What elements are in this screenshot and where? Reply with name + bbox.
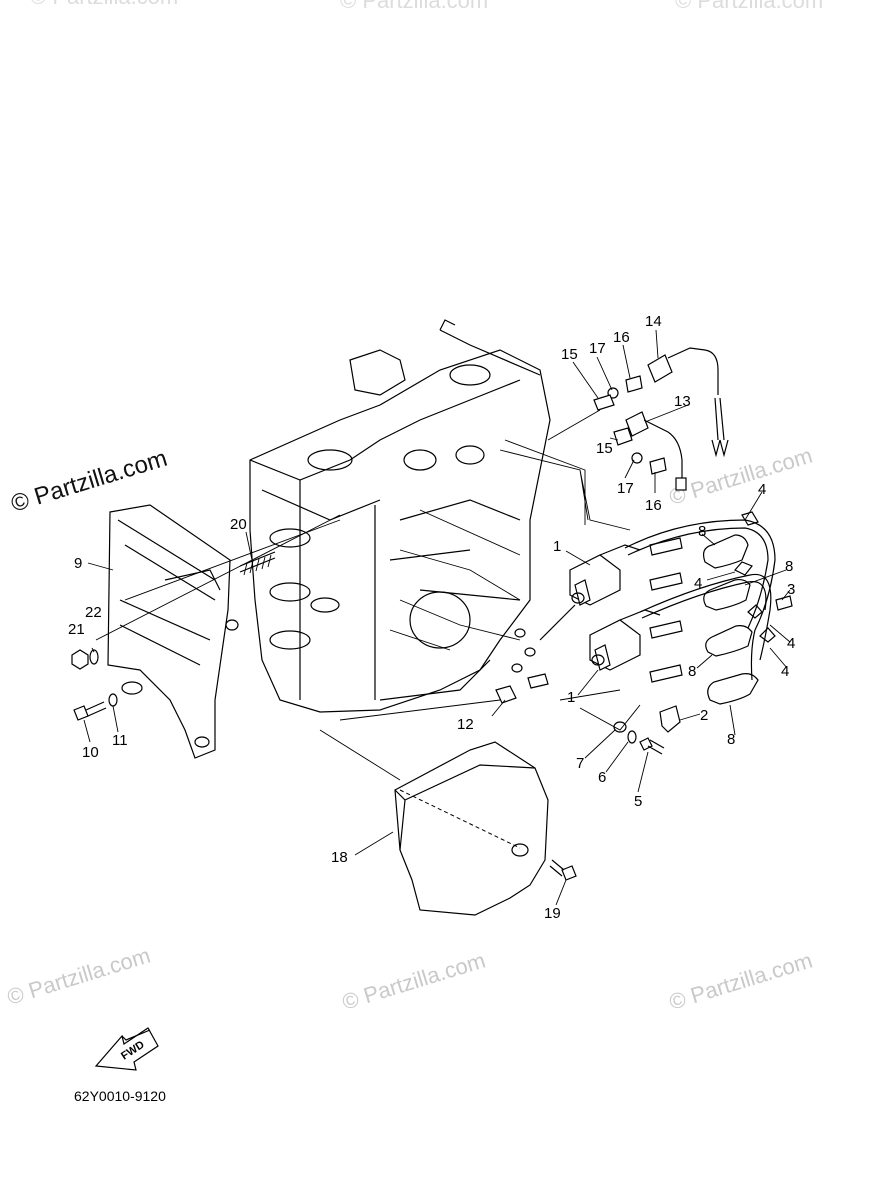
callout-14: 14 — [645, 313, 662, 330]
watermark-top-center: © Partzilla.com — [340, 0, 488, 13]
callout-3: 3 — [787, 581, 795, 598]
callout-19: 19 — [544, 905, 561, 922]
callout-18: 18 — [331, 849, 348, 866]
callout-6: 6 — [598, 769, 606, 786]
callout-17-lower: 17 — [617, 480, 634, 497]
spark-plugs — [649, 537, 683, 683]
callout-9: 9 — [74, 555, 82, 572]
callout-20: 20 — [230, 516, 247, 533]
sensor-part-12 — [495, 685, 517, 704]
cover-part-18 — [394, 741, 549, 916]
reference-lines — [95, 409, 641, 781]
bolt-washer-10-11 — [73, 693, 118, 721]
bracket-part-9 — [107, 504, 239, 759]
watermark-bottom-left: © Partzilla.com — [4, 943, 153, 1010]
leader-lines — [83, 329, 791, 906]
sensors-and-fasteners — [593, 347, 729, 491]
callout-2: 2 — [700, 707, 708, 724]
fwd-arrow: FWD — [94, 1027, 159, 1071]
callout-16-lower: 16 — [645, 497, 662, 514]
callout-5: 5 — [634, 793, 642, 810]
callout-8-upper-right: 8 — [785, 558, 793, 575]
callout-17-upper: 17 — [589, 340, 606, 357]
watermark-bottom-center: © Partzilla.com — [339, 948, 488, 1015]
callout-22: 22 — [85, 604, 102, 621]
callout-labels: 1 1 2 3 4 4 4 4 5 6 7 8 8 8 8 9 10 11 12… — [68, 313, 795, 922]
callout-8-bottom: 8 — [727, 731, 735, 748]
callout-8-lower-left: 8 — [688, 663, 696, 680]
callout-15-upper: 15 — [561, 346, 578, 363]
callout-10: 10 — [82, 744, 99, 761]
callout-12: 12 — [457, 716, 474, 733]
callout-15-lower: 15 — [596, 440, 613, 457]
watermark-right: © Partzilla.com — [666, 443, 815, 510]
watermark-top-right: © Partzilla.com — [675, 0, 823, 13]
ignition-coils-part-1 — [569, 544, 661, 671]
callout-4-top: 4 — [758, 481, 766, 498]
callout-7: 7 — [576, 755, 584, 772]
callout-1-lower: 1 — [567, 689, 575, 706]
callout-11: 11 — [112, 732, 128, 749]
callout-1-upper: 1 — [553, 538, 561, 555]
ht-leads — [624, 511, 793, 681]
callout-4-middle-right: 4 — [787, 635, 795, 652]
plug-caps-part-8 — [702, 534, 759, 705]
ground-terminals — [511, 604, 576, 689]
watermark-top-left: © Partzilla.com — [30, 0, 178, 9]
bolt-part-19 — [549, 859, 577, 881]
diagram-code: 62Y0010-9120 — [74, 1088, 166, 1104]
bracket-parts-2-5-6-7 — [613, 705, 681, 755]
watermark-bottom-right: © Partzilla.com — [666, 948, 815, 1015]
nut-washer-21-22 — [71, 649, 99, 670]
callout-4-middle-left: 4 — [694, 575, 702, 592]
engine-block — [249, 319, 551, 713]
callout-8-upper-left: 8 — [698, 523, 706, 540]
callout-4-bottom: 4 — [781, 663, 789, 680]
callout-13: 13 — [674, 393, 691, 410]
callout-16-upper: 16 — [613, 329, 630, 346]
callout-21: 21 — [68, 621, 85, 638]
